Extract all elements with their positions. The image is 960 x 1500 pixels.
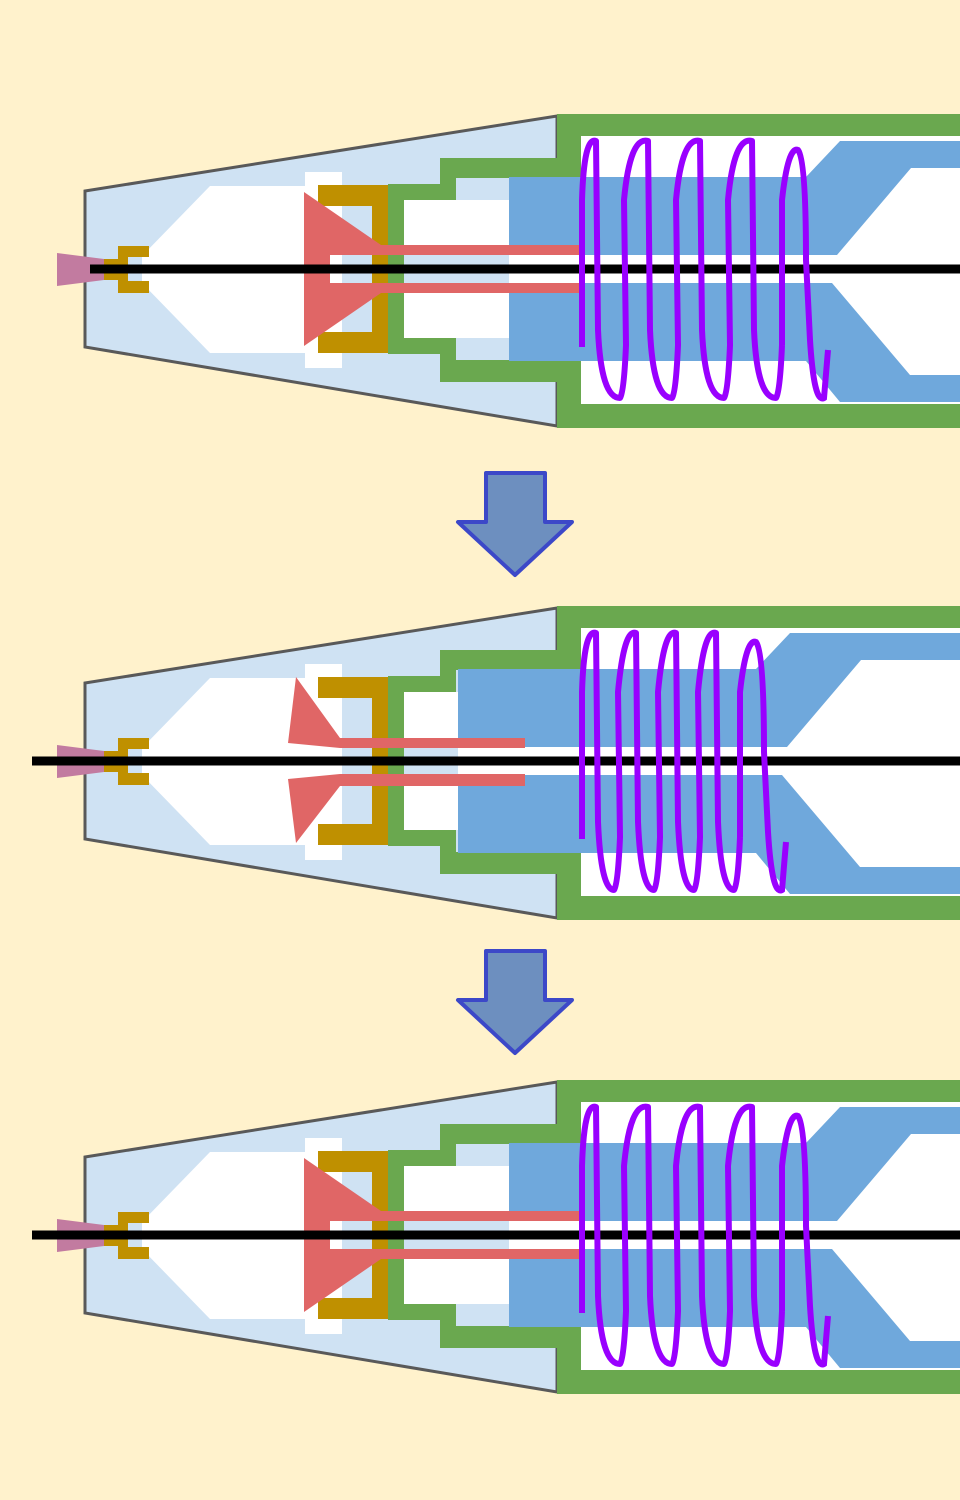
chuck-body-lower [509,1249,960,1368]
sleeve-cavity-lower [404,292,509,338]
tip-nozzle [57,253,104,286]
sleeve-cavity-upper [404,1166,509,1212]
panel-2-pressed [32,606,960,920]
chuck-body-lower [509,283,960,402]
panel-3-released [32,1080,960,1394]
down-arrow-icon [456,949,574,1055]
sleeve-cavity-upper [404,200,509,246]
panel-1-rest [57,114,960,428]
sleeve-cavity-lower [404,1258,509,1304]
compression-spring [579,137,785,401]
clutch-jaw-upper [288,677,525,748]
spring-end-coil [779,146,831,402]
down-arrow-icon [456,471,574,577]
spring-end-coil [779,1112,831,1368]
clutch-jaw-lower [288,774,525,843]
compression-spring [579,1103,785,1367]
compression-spring [579,629,743,893]
spring-end-coil [737,638,789,894]
